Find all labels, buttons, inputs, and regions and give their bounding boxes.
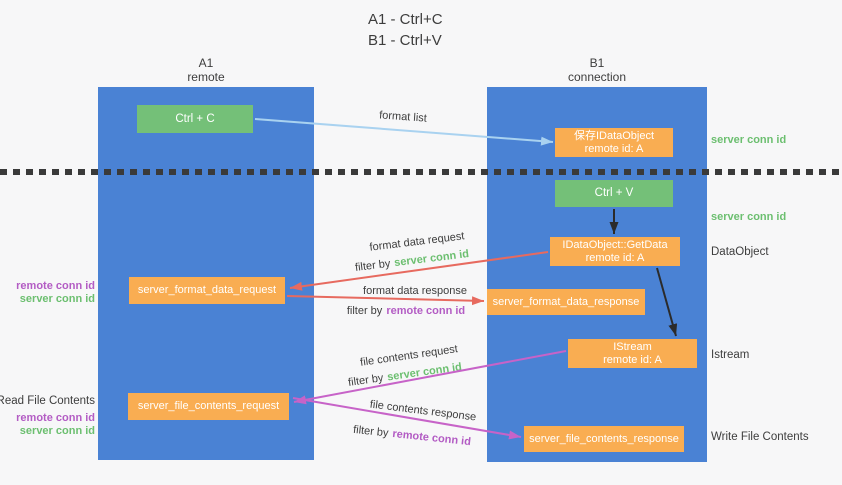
format-data-response-box: server_format_data_response [487, 289, 645, 315]
server-conn-id-text: server conn id [393, 248, 470, 270]
filter-by-text: filter by [347, 372, 385, 389]
title-line-1: A1 - Ctrl+C [368, 11, 443, 28]
right-server-conn-id-mid: server conn id [711, 211, 787, 223]
remote-conn-id-text: remote conn id [386, 305, 466, 317]
saved-dataobject-box: 保存IDataObject remote id: A [555, 128, 673, 157]
right-istream-label: Istream [711, 349, 750, 361]
istream-line2: remote id: A [603, 353, 662, 366]
left-server-conn-id-bottom: server conn id [19, 425, 95, 437]
left-remote-conn-id-bottom: remote conn id [16, 412, 95, 424]
file-contents-request-box: server_file_contents_request [128, 393, 289, 420]
filter-by-text: filter by [352, 423, 390, 440]
left-read-file-contents-label: Read File Contents [0, 395, 95, 407]
format-data-request-label: server_format_data_request [137, 284, 277, 296]
istream-box: IStream remote id: A [568, 339, 697, 368]
istream-line1: IStream [613, 340, 652, 353]
getdata-line1: IDataObject::GetData [562, 238, 668, 251]
right-dataobject-label: DataObject [711, 246, 769, 258]
remote-conn-id-text: remote conn id [391, 427, 472, 449]
column-header-b1: B1 connection [487, 56, 707, 84]
file-contents-response-box: server_file_contents_response [524, 426, 684, 452]
filter-by-text: filter by [346, 305, 383, 317]
ctrl-v-box: Ctrl + V [555, 180, 673, 207]
left-server-conn-id-top: server conn id [19, 293, 95, 305]
dashed-separator [0, 169, 842, 175]
format-data-response-label: server_format_data_response [492, 295, 640, 308]
file-contents-response-arrow-label: file contents response [369, 398, 477, 424]
right-write-file-contents-label: Write File Contents [711, 431, 809, 443]
getdata-box: IDataObject::GetData remote id: A [550, 237, 680, 266]
column-b1-name: B1 [589, 56, 605, 70]
file-contents-response-label: server_file_contents_response [529, 432, 679, 445]
column-a1-subtitle: remote [187, 70, 225, 84]
ctrl-c-box: Ctrl + C [137, 105, 253, 133]
ctrl-c-label: Ctrl + C [175, 112, 215, 125]
format-data-request-box: server_format_data_request [129, 277, 285, 304]
saved-dataobject-line1: 保存IDataObject [573, 129, 655, 142]
column-b1-subtitle: connection [567, 70, 627, 84]
filter-by-text: filter by [354, 257, 392, 274]
saved-dataobject-line2: remote id: A [584, 142, 644, 155]
server-conn-id-text: server conn id [386, 361, 463, 384]
getdata-line2: remote id: A [585, 251, 645, 264]
column-header-a1: A1 remote [98, 56, 314, 84]
format-list-label: format list [378, 109, 428, 125]
left-remote-conn-id-top: remote conn id [16, 280, 95, 292]
right-server-conn-id-top: server conn id [711, 134, 787, 146]
title-line-2: B1 - Ctrl+V [368, 32, 442, 49]
column-a1-name: A1 [198, 56, 214, 70]
ctrl-v-label: Ctrl + V [594, 187, 634, 199]
format-data-response-arrow-label: format data response [363, 285, 467, 297]
diagram-title: A1 - Ctrl+C B1 - Ctrl+V [368, 9, 443, 51]
file-contents-request-label: server_file_contents_request [137, 400, 280, 412]
